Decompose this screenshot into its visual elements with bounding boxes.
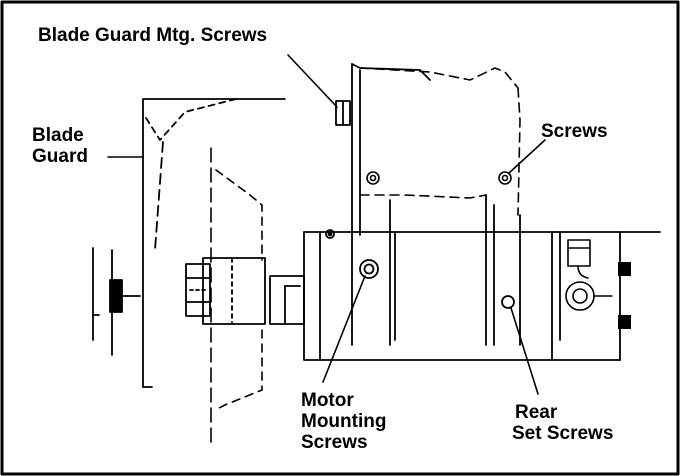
upper-screws <box>366 171 512 185</box>
label-rear-set-screws-line-2: Set Screws <box>512 423 614 444</box>
label-blade-guard: Blade Guard <box>32 125 88 167</box>
label-blade-guard-line-1: Blade <box>32 125 84 146</box>
label-motor-mounting-screws-line-2: Mounting <box>301 411 387 432</box>
upper-housing <box>359 67 521 216</box>
label-screws: Screws <box>541 121 608 142</box>
label-blade-guard-mtg-screws: Blade Guard Mtg. Screws <box>38 25 268 46</box>
rear-set-screw <box>501 295 515 309</box>
saw-blade <box>210 147 263 446</box>
blade-guard-mtg-screw <box>335 100 351 126</box>
arbor-flange <box>92 247 141 356</box>
label-motor-mounting-screws-line-3: Screws <box>301 432 368 453</box>
motor-housing <box>303 229 661 361</box>
motor-mounting-screw <box>359 259 379 279</box>
label-motor-mounting-screws-line-1: Motor <box>301 390 354 411</box>
blade-guard <box>142 97 286 388</box>
arbor-shaft <box>202 257 305 325</box>
motor-end-cap <box>565 239 631 329</box>
label-rear-set-screws-line-1: Rear <box>515 402 558 423</box>
label-blade-guard-line-2: Guard <box>32 146 88 167</box>
leader-lines <box>107 54 546 395</box>
mounting-bracket <box>351 63 521 346</box>
label-rear-set-screws: Rear Set Screws <box>512 402 613 444</box>
arbor-nut <box>185 263 211 317</box>
label-motor-mounting-screws: Motor Mounting Screws <box>301 390 386 453</box>
